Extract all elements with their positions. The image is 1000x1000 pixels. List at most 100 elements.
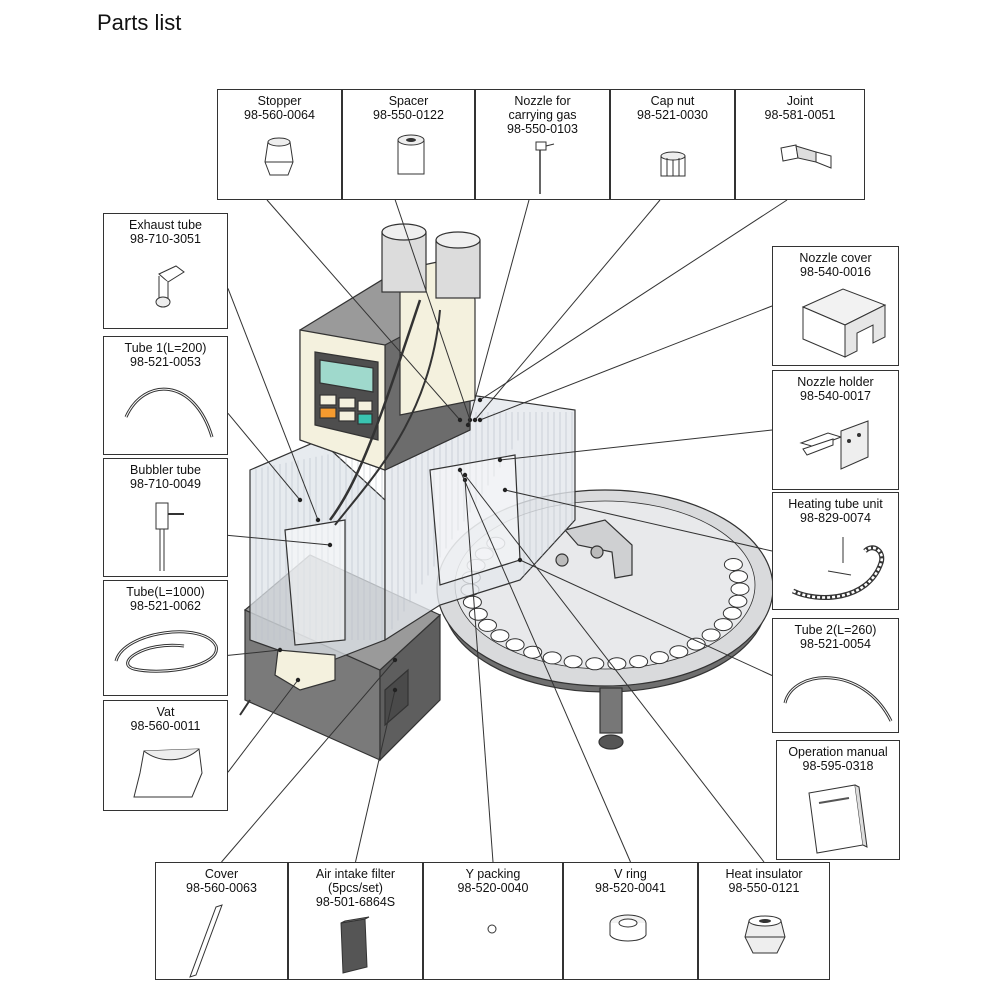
vat-in-machine [274,649,336,691]
glass-dome-right [384,394,576,642]
exhaust-tube-icon [155,265,185,308]
leader-line-stopper [266,199,461,421]
part-name: V ring [614,867,647,881]
part-name: Vat [156,705,175,719]
vat-icon [133,748,203,798]
cap-nut-icon [660,151,686,177]
leader-line-heat-insulator [464,474,765,863]
keypad-key [319,394,337,406]
display-screen [319,359,374,393]
part-number: 98-520-0041 [595,881,666,895]
part-number: 98-521-0062 [130,599,201,613]
sample-hole [542,651,562,665]
keypad-key [338,410,356,422]
drain-tube [239,699,251,716]
turntable-foot [598,734,624,750]
part-name: Spacer [388,94,429,108]
sample-hole [669,645,689,659]
part-number: 98-521-0053 [130,355,201,369]
leader-line-bubbler-tube [227,534,331,546]
leader-line-tube-1000 [227,649,281,656]
sample-hole [607,657,627,671]
leader-arrowhead [277,647,283,653]
part-number: 98-521-0054 [800,637,871,651]
leader-arrowhead [497,457,503,463]
leader-line-tube-2 [519,559,773,676]
leader-arrowhead [315,517,321,523]
part-name: Heat insulator [725,867,803,881]
part-name: Nozzle holder [797,375,874,389]
leader-arrowhead [327,542,333,548]
part-name: Nozzle cover [799,251,872,265]
part-name: Exhaust tube [129,218,202,232]
leader-arrowhead [297,497,303,503]
part-card-spacer: Spacer 98-550-0122 [342,89,475,200]
part-name: Cover [204,867,239,881]
glass-ribs-left [255,443,383,640]
inner-flask [284,519,346,646]
part-card-bubbler-tube: Bubbler tube 98-710-0049 [103,458,228,577]
heating-tube-icon [791,537,885,600]
leader-arrowhead [502,487,508,493]
leader-line-exhaust-tube [227,288,319,521]
joint-icon [780,144,832,169]
stopper-icon [264,137,294,176]
keypad-key [338,397,356,409]
part-number: 98-560-0064 [244,108,315,122]
leader-line-air-intake-filter [355,689,396,863]
leader-arrowhead [457,467,463,473]
leader-line-cap-nut [474,199,661,421]
leader-line-cover [221,659,396,863]
nozzle-holder-icon [799,420,869,470]
part-number: 98-550-0121 [728,881,800,895]
part-name: Tube 2(L=260) [794,623,877,637]
turntable-leg [599,687,623,734]
nozzle-cover-icon [801,288,887,358]
leader-arrowhead [477,417,483,423]
sample-hole [585,657,605,671]
part-card-y-packing: Y packing 98-520-0040 [423,862,563,980]
leader-line-nozzle-cover [479,305,773,421]
leader-arrowhead [465,422,471,428]
pin-knob [590,545,604,559]
part-card-joint: Joint 98-581-0051 [735,89,865,200]
sample-hole [629,655,649,669]
sample-hole [563,655,583,669]
tube-in-machine [334,309,441,526]
part-number: 98-560-0063 [186,881,257,895]
leader-arrowhead [295,677,301,683]
leader-line-joint [479,199,788,401]
leader-line-y-packing [464,479,494,863]
leader-line-vat [227,679,299,773]
part-name: Tube(L=1000) [126,585,205,599]
filter-cylinders [381,223,481,299]
keypad-key-teal [357,413,373,425]
sample-hole [730,582,750,596]
leader-line-nozzle-holder [499,429,773,461]
leader-line-v-ring [459,469,631,863]
part-number: 98-550-0103 [507,122,578,136]
sample-hole [713,618,733,632]
part-number: 98-710-3051 [130,232,201,246]
leader-line-tube-1 [227,413,301,501]
sample-hole [468,607,488,621]
part-number: 98-540-0016 [800,265,871,279]
part-name: Y packing [465,867,521,881]
part-card-tube-2: Tube 2(L=260) 98-521-0054 [772,618,899,733]
part-card-tube-1000: Tube(L=1000) 98-521-0062 [103,580,228,696]
long-tube-icon [783,676,893,722]
part-number: 98-581-0051 [764,108,836,122]
filter-icon [340,916,370,974]
sample-hole [723,558,743,571]
part-card-exhaust-tube: Exhaust tube 98-710-3051 [103,213,228,329]
leader-arrowhead [457,417,463,423]
sample-hole [649,651,669,665]
leader-line-spacer [394,199,471,421]
leader-arrowhead [517,557,523,563]
sample-hole [478,618,497,632]
sample-hole [490,629,510,643]
part-card-heating-tube-unit: Heating tube unit 98-829-0074 [772,492,899,610]
part-number: 98-595-0318 [802,759,874,773]
v-ring-icon [609,914,647,942]
